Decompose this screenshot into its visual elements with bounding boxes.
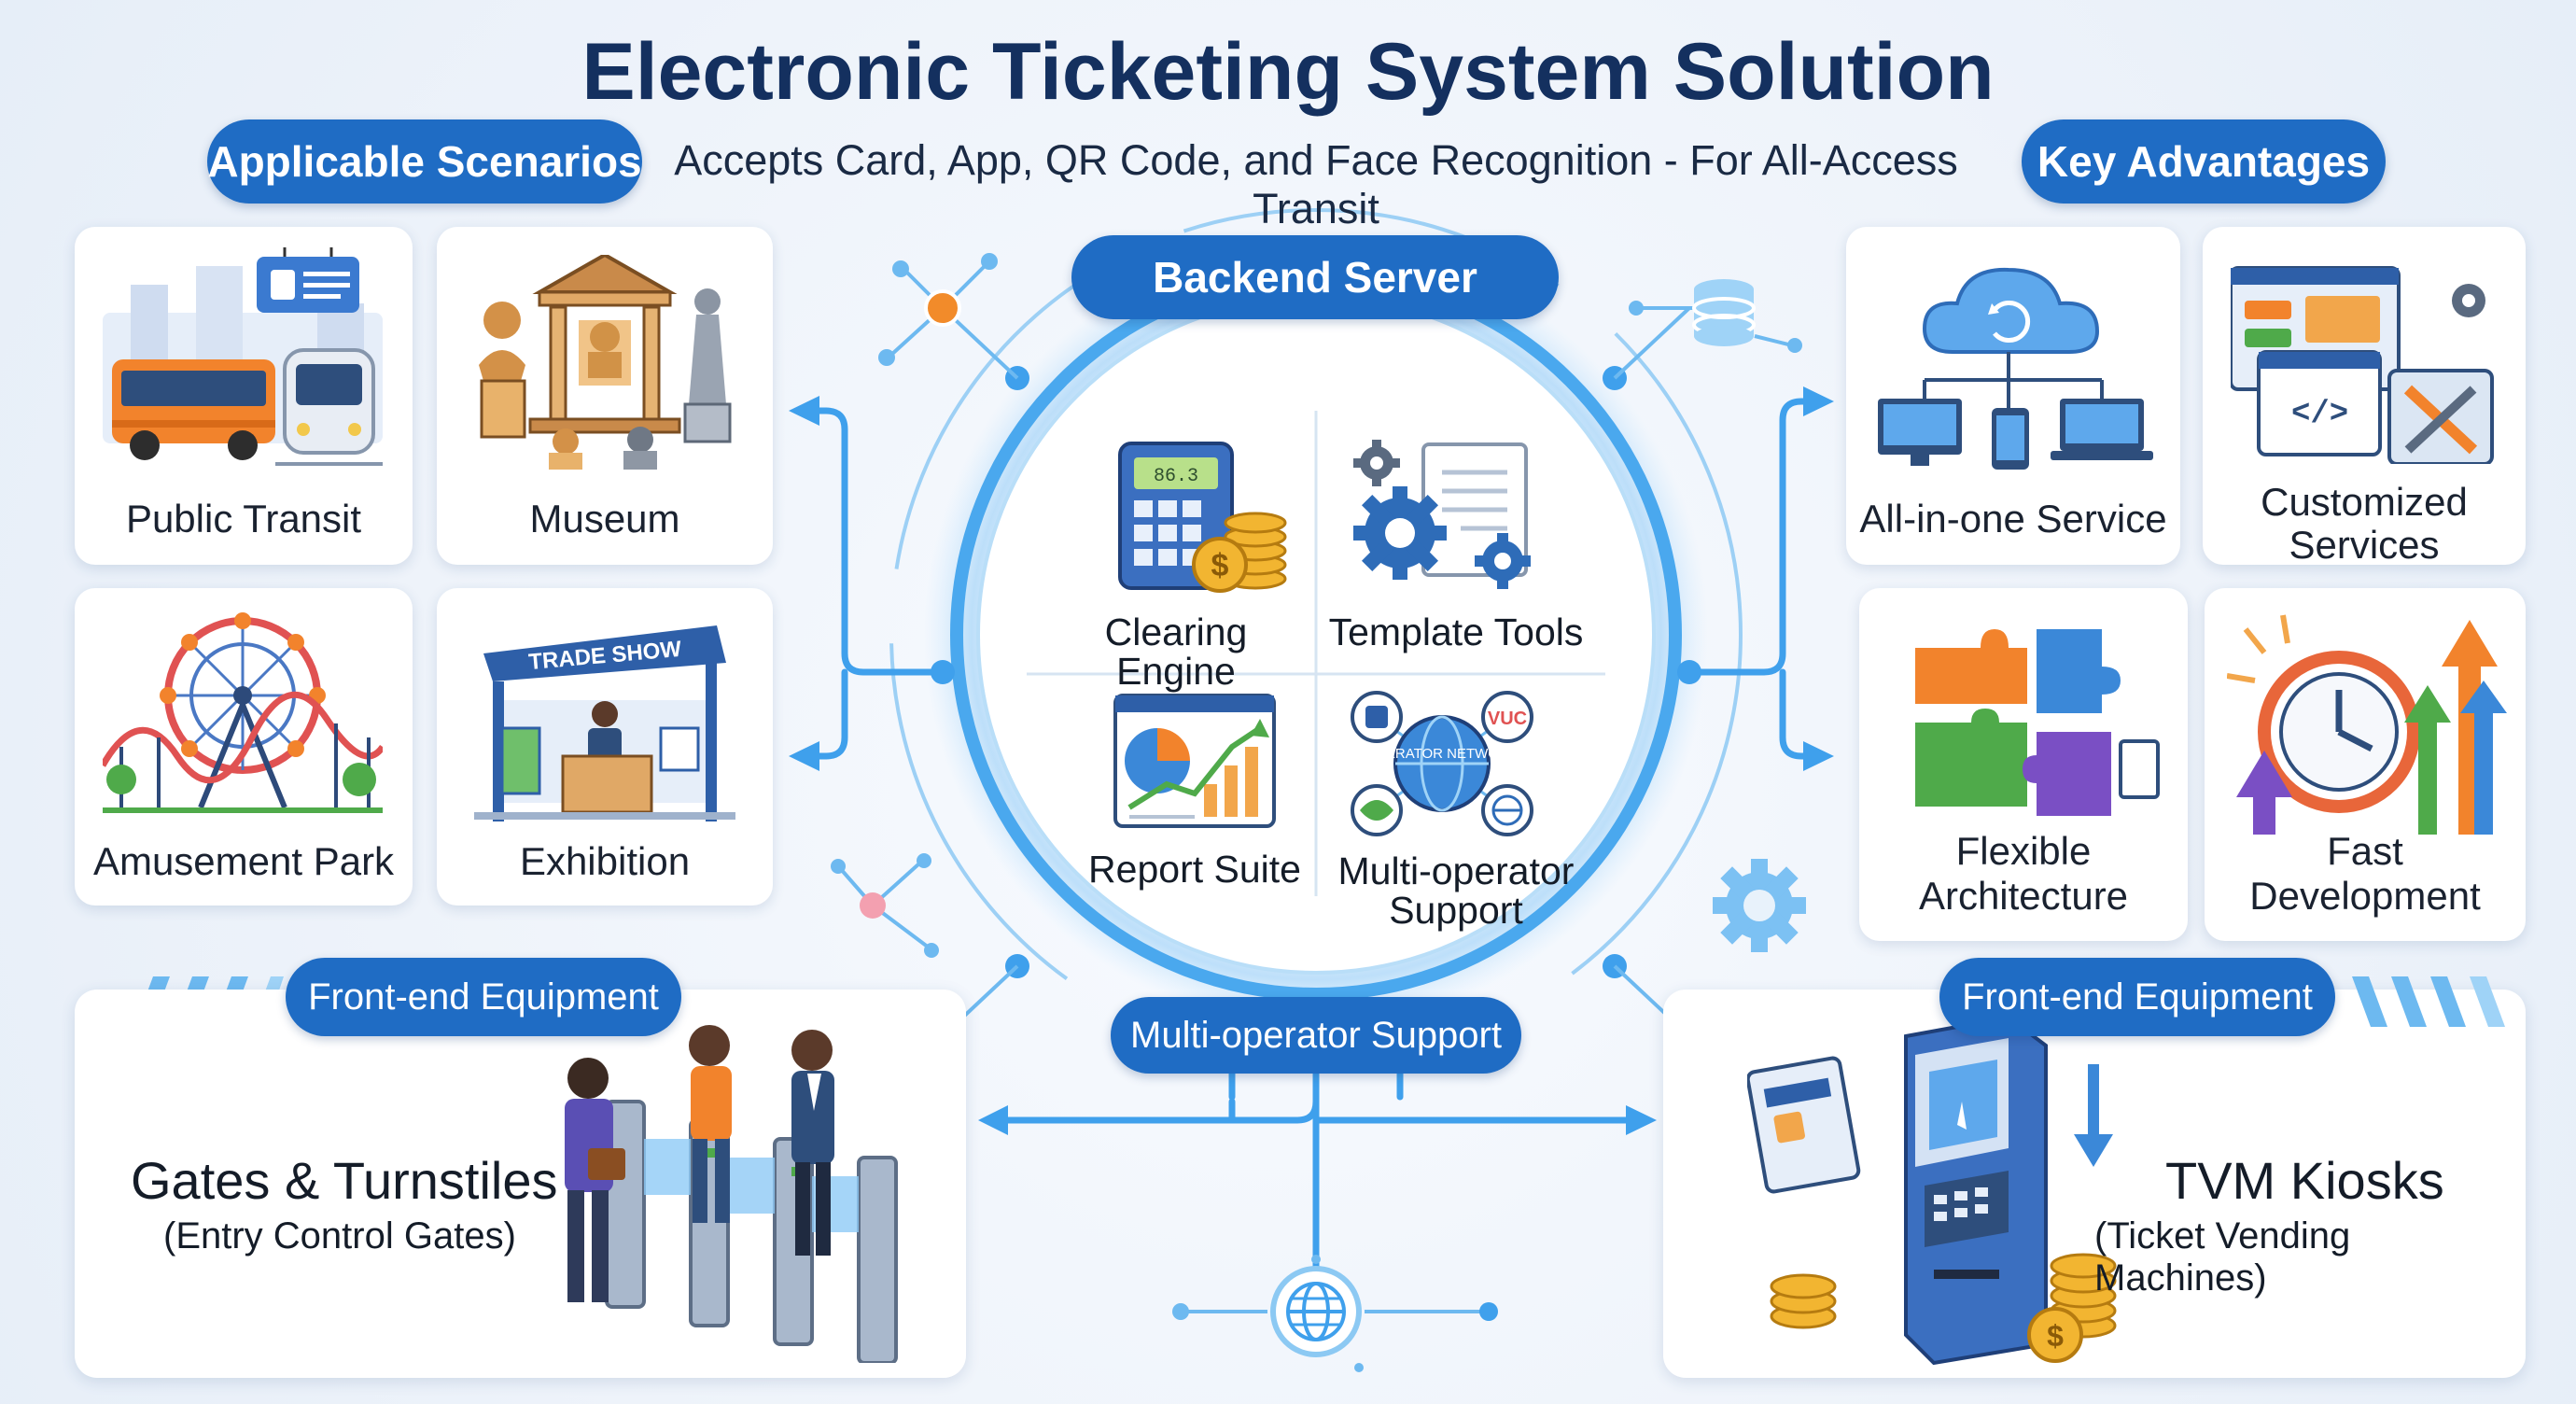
report-chart-icon [1113,694,1276,828]
key-advantages-pill: Key Advantages [2022,119,2386,204]
stripes-decor-right [2352,976,2505,1027]
scenario-card-amusement-park: Amusement Park [75,588,413,906]
clock-arrows-icon [2227,614,2507,835]
module-label-template: Template Tools [1328,611,1584,653]
network-node-decor-left [878,253,998,366]
svg-text:</>: </> [2291,397,2348,432]
svg-text:$: $ [2047,1319,2064,1353]
gates-subtitle: (Entry Control Gates) [163,1215,516,1257]
scenario-label: Exhibition [519,839,691,883]
tvm-subtitle: (Ticket Vending Machines) [2094,1215,2351,1299]
cloud-devices-icon [1878,267,2153,470]
advantage-label: All-in-one Service [1859,497,2167,541]
module-label-clearing: Clearing Engine [1104,611,1248,693]
applicable-scenarios-pill: Applicable Scenarios [207,119,642,204]
scenario-label: Public Transit [125,497,362,541]
scenario-card-exhibition: TRADE SHOW Exhibition [437,588,773,906]
multi-operator-pill: Multi-operator Support [1111,997,1521,1074]
puzzle-pieces-icon [1915,629,2160,816]
bus-train-icon [103,247,383,466]
frontend-equipment-pill-left: Front-end Equipment [286,958,681,1036]
scenario-label: Museum [529,497,680,541]
museum-icon [479,255,732,470]
tvm-title: TVM Kiosks [2165,1151,2444,1210]
scenario-card-public-transit: Public Transit [75,227,413,565]
trade-show-booth-icon: TRADE SHOW [474,625,735,821]
backend-server-pill: Backend Server System [1071,235,1559,386]
network-text: OPERATOR NETWORK [1365,746,1519,762]
page-title: Electronic Ticketing System Solution [581,27,1995,117]
svg-text:$: $ [1211,548,1229,583]
ticket-vending-machine-icon: $ [1747,1015,2117,1366]
ferris-wheel-icon [103,612,383,813]
scenario-card-museum: Museum [437,227,773,565]
globe-icon [1172,1255,1498,1372]
calculator-display: 86.3 [1154,466,1198,487]
scenario-label: Amusement Park [92,839,395,883]
network-node-decor-lower [831,853,939,958]
turnstile-people-icon [565,1025,898,1363]
subtitle: Accepts Card, App, QR Code, and Face Rec… [674,136,1958,232]
gear-icon [1713,859,1806,952]
gears-document-icon [1353,440,1531,589]
gates-title: Gates & Turnstiles [131,1151,558,1210]
database-icon [1629,279,1802,353]
calculator-coins-icon: 86.3 $ [1118,442,1287,593]
frontend-equipment-pill-right: Front-end Equipment [1939,958,2335,1036]
advantage-card-all-in-one: All-in-one Service [1846,227,2180,565]
tvm-kiosks-card: $ TVM Kiosks (Ticket Vending Machines) [1663,990,2526,1378]
module-label-report: Report Suite [1088,848,1301,891]
operator-network-icon: OPERATOR NETWORK VUC [1351,691,1533,836]
operator-badge: VUC [1488,709,1527,729]
gates-turnstiles-card: Gates & Turnstiles (Entry Control Gates) [75,990,966,1378]
customization-tools-icon: </> [2231,266,2494,464]
